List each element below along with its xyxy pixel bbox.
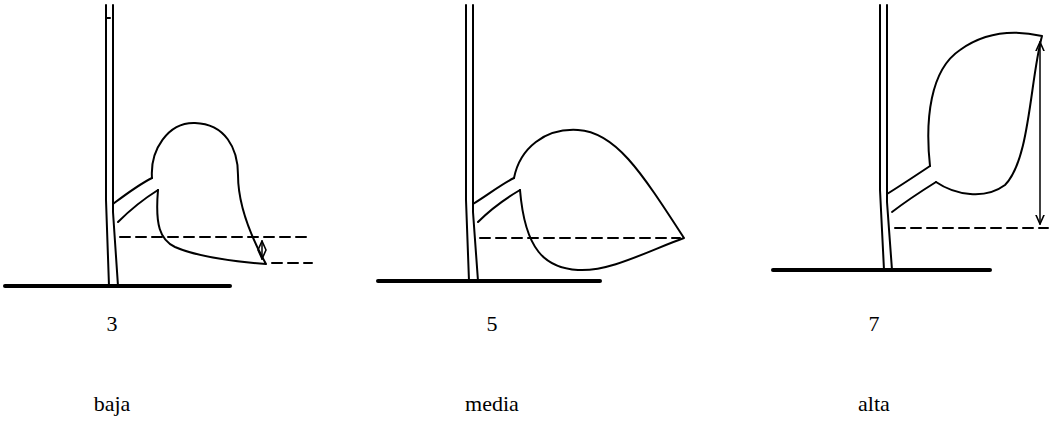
rating-number: 7 <box>869 312 880 336</box>
category-label: media <box>465 392 519 416</box>
stem-line <box>106 5 109 286</box>
plant-low <box>5 5 312 286</box>
petiole-line <box>892 182 936 212</box>
category-label: baja <box>94 392 131 416</box>
reference-line <box>480 237 680 239</box>
leaf-blade <box>928 33 1042 194</box>
angle-arrow <box>1039 42 1041 224</box>
stem-line <box>473 5 478 281</box>
stem-line <box>466 5 469 281</box>
plant-medium <box>378 5 684 281</box>
plant-high <box>773 5 1048 270</box>
petiole-line <box>478 190 520 222</box>
rating-number: 3 <box>107 312 118 336</box>
stem-line <box>887 5 892 270</box>
petiole-line <box>113 178 152 204</box>
petiole-line <box>118 190 158 222</box>
reference-line <box>120 236 312 238</box>
petiole-line <box>473 178 514 204</box>
ground-line <box>378 279 600 283</box>
stem-line <box>880 5 884 270</box>
category-label: alta <box>858 392 890 416</box>
leaf-blade <box>152 123 266 264</box>
leaf-blade <box>514 130 684 270</box>
rating-number: 5 <box>487 312 498 336</box>
reference-line <box>895 227 1048 229</box>
reference-line <box>272 262 312 264</box>
stem-line <box>107 17 110 19</box>
angle-arrow <box>261 241 263 259</box>
stem-line <box>113 5 118 286</box>
ground-line <box>773 268 990 272</box>
